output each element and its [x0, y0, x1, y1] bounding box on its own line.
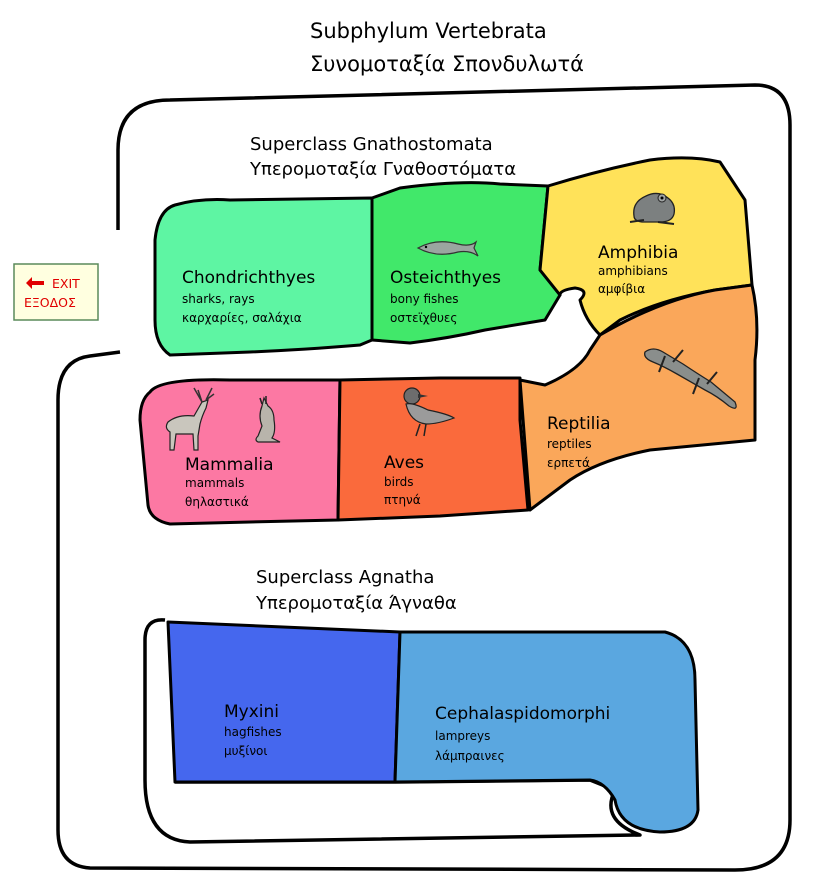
- region-myxini[interactable]: [166, 620, 402, 784]
- myxini-sub2: μυξίνοι: [224, 744, 267, 758]
- agnatha-outline: [143, 618, 642, 844]
- aves-sub2: πτηνά: [384, 493, 421, 507]
- exit-button[interactable]: EXIT ΕΞΟΔΟΣ: [13, 263, 99, 321]
- region-aves[interactable]: [336, 376, 530, 522]
- myxini-name: Myxini: [224, 702, 279, 722]
- amphibia-sub2: αμφίβια: [598, 282, 645, 296]
- chondrichthyes-sub2: καρχαρίες, σαλάχια: [182, 311, 302, 325]
- bird-icon: [403, 387, 456, 437]
- fish-icon: [416, 240, 479, 257]
- title-line2: Συνομοταξία Σπονδυλωτά: [310, 52, 584, 76]
- agnatha-line2: Υπερομοταξία Άγναθα: [255, 593, 457, 614]
- amphibia-name: Amphibia: [598, 243, 678, 263]
- osteichthyes-sub1: bony fishes: [390, 292, 459, 306]
- mammalia-sub1: mammals: [185, 476, 244, 490]
- gnathostomata-line2: Υπερομοταξία Γναθοστόματα: [249, 159, 516, 180]
- arrow-left-icon: [26, 277, 44, 289]
- exit-label-en: EXIT: [52, 276, 80, 291]
- myxini-sub1: hagfishes: [224, 725, 282, 739]
- subphylum-outline: [56, 83, 792, 872]
- aves-name: Aves: [384, 453, 424, 473]
- cephalaspidomorphi-name: Cephalaspidomorphi: [435, 704, 610, 724]
- aves-sub1: birds: [384, 475, 414, 489]
- cephalaspidomorphi-sub1: lampreys: [435, 729, 490, 743]
- region-amphibia[interactable]: [538, 156, 754, 337]
- region-cephalaspidomorphi[interactable]: [393, 630, 700, 834]
- mammalia-sub2: θηλαστικά: [185, 495, 249, 509]
- reptilia-sub1: reptiles: [547, 437, 592, 451]
- osteichthyes-name: Osteichthyes: [390, 268, 501, 288]
- title-line1: Subphylum Vertebrata: [310, 19, 547, 43]
- frog-icon: [629, 192, 676, 225]
- osteichthyes-sub2: οστεϊχθυες: [390, 311, 457, 325]
- reptilia-sub2: ερπετά: [547, 456, 590, 470]
- reptilia-name: Reptilia: [547, 414, 611, 434]
- deer-icon: [165, 387, 215, 451]
- amphibia-sub1: amphibians: [598, 264, 668, 278]
- region-chondrichthyes[interactable]: [153, 196, 374, 357]
- kangaroo-icon: [255, 396, 281, 443]
- exit-label-el: ΕΞΟΔΟΣ: [24, 295, 76, 310]
- region-reptilia[interactable]: [518, 283, 759, 512]
- gnathostomata-line1: Superclass Gnathostomata: [250, 134, 493, 155]
- agnatha-line1: Superclass Agnatha: [256, 567, 434, 588]
- lizard-icon: [644, 348, 737, 409]
- chondrichthyes-name: Chondrichthyes: [182, 268, 315, 288]
- cephalaspidomorphi-sub2: λάμπραινες: [435, 749, 505, 763]
- chondrichthyes-sub1: sharks, rays: [182, 292, 255, 306]
- mammalia-name: Mammalia: [185, 455, 274, 475]
